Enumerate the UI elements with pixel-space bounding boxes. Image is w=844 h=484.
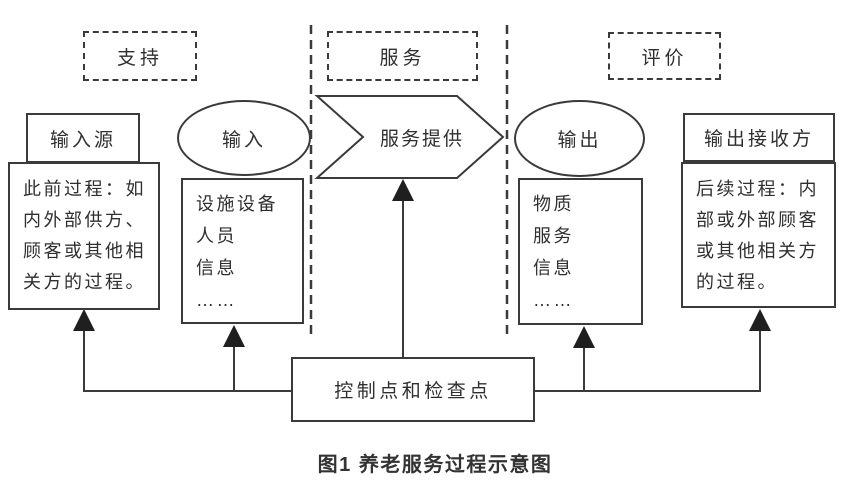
control-to-facilities-arrowhead (223, 325, 245, 347)
phase-service-text: 服务 (379, 47, 426, 69)
phase-label-support: 支持 (83, 31, 197, 81)
output-item: 信息 (533, 258, 574, 278)
control-to-input-source-arrowhead (73, 309, 95, 331)
input-ellipse: 输入 (177, 100, 311, 176)
service-provision-label: 服务提供 (327, 96, 503, 178)
input-items-box: 设施设备 人员 信息 …… (181, 178, 304, 324)
previous-process-box: 此前过程：如内外部供方、顾客或其他相关方的过程。 (8, 162, 160, 310)
control-to-output-receiver-arrow-line (535, 330, 761, 392)
phase-label-service: 服务 (327, 31, 478, 81)
phase-label-evaluation: 评价 (608, 32, 721, 80)
next-process-box: 后续过程：内部或外部顾客或其他相关方的过程。 (681, 162, 836, 308)
input-item: …… (196, 290, 237, 310)
control-point-box: 控制点和检查点 (291, 357, 535, 422)
service-provision-chevron (314, 95, 505, 179)
output-item: …… (533, 290, 574, 310)
output-ellipse: 输出 (514, 100, 645, 177)
output-receiver-title-text: 输出接收方 (703, 129, 814, 150)
next-process-text: 后续过程：内部或外部顾客或其他相关方的过程。 (696, 179, 819, 292)
previous-process-text: 此前过程：如内外部供方、顾客或其他相关方的过程。 (23, 179, 146, 292)
control-to-output-receiver-arrowhead (749, 309, 771, 331)
service-provision-text: 服务提供 (379, 128, 464, 150)
output-item: 物质 (533, 194, 574, 214)
figure-caption: 图1 养老服务过程示意图 (317, 454, 553, 476)
control-to-input-source-arrow-line (83, 330, 291, 392)
output-ellipse-text: 输出 (557, 130, 602, 151)
phase-support-text: 支持 (116, 47, 163, 69)
input-ellipse-text: 输入 (221, 129, 266, 151)
input-item: 设施设备 (196, 194, 278, 214)
input-source-title-text: 输入源 (49, 129, 116, 151)
control-point-text: 控制点和检查点 (334, 381, 492, 402)
output-item: 服务 (533, 226, 574, 246)
output-receiver-title-box: 输出接收方 (683, 113, 835, 162)
input-source-title-box: 输入源 (26, 113, 140, 163)
control-to-service-arrowhead (392, 179, 414, 201)
input-item: 信息 (196, 258, 237, 278)
output-items-box: 物质 服务 信息 …… (518, 178, 643, 325)
input-item: 人员 (196, 226, 237, 246)
control-to-materials-arrowhead (573, 326, 595, 348)
phase-evaluation-text: 评价 (641, 47, 688, 69)
